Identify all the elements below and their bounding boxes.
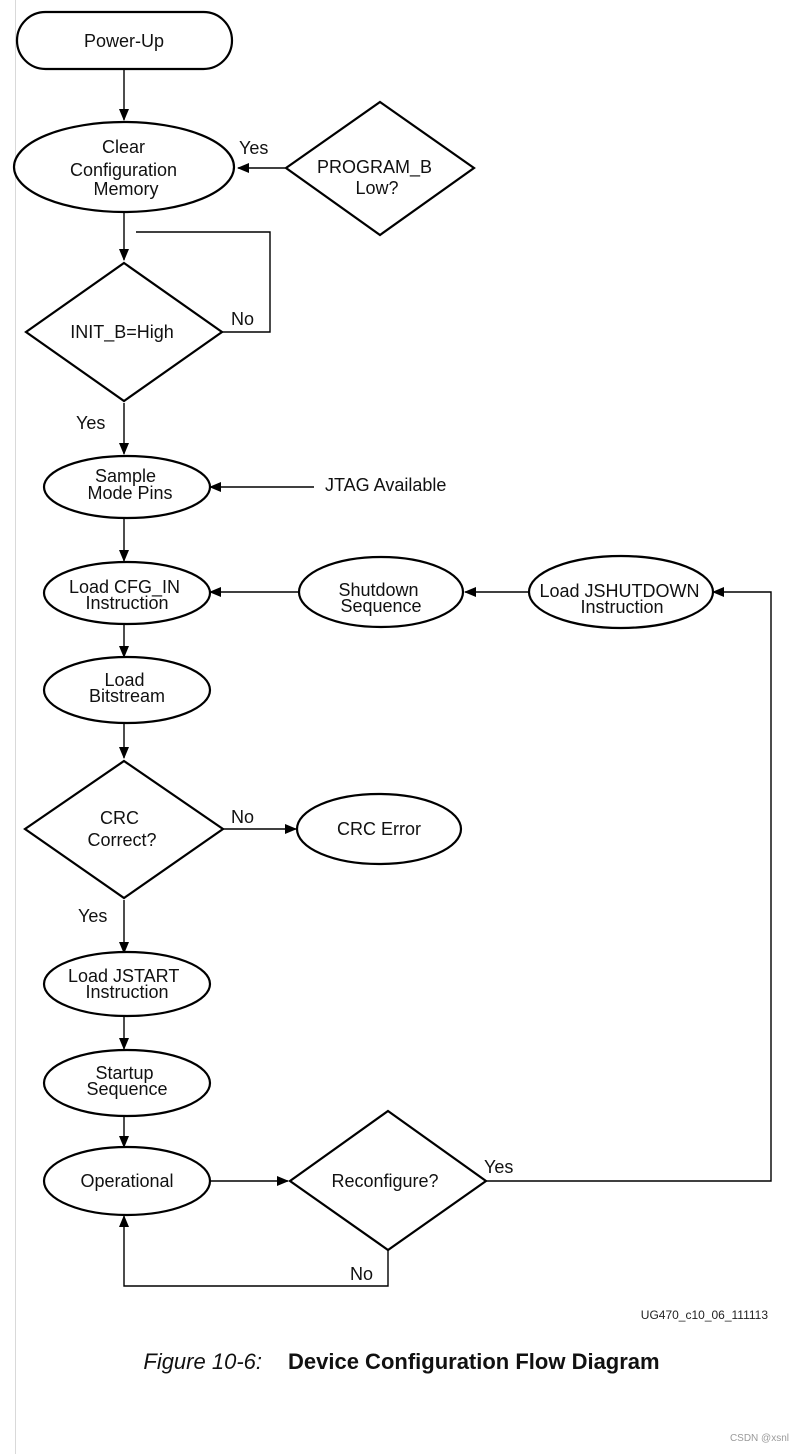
- node-power-up: Power-Up: [15, 10, 234, 71]
- node-sample-line-1: Sample: [95, 466, 156, 486]
- node-crc-line-2: Correct?: [87, 830, 156, 850]
- node-jstart-line-1: Load JSTART: [68, 966, 179, 986]
- node-load-jshutdown-instruction: Load JSHUTDOWN Instruction: [527, 554, 715, 630]
- edge-initb-no-loop: [136, 231, 271, 333]
- svg-text:Startup Sequence: Startup Sequence: [86, 1063, 167, 1099]
- svg-text:Shutdown Sequence: Shutdown Sequence: [338, 580, 423, 616]
- svg-text:CRC Correct?: CRC Correct?: [87, 808, 156, 850]
- node-bitstream-line-1: Load: [104, 670, 144, 690]
- node-sample-mode-pins: Sample Mode Pins: [42, 454, 212, 520]
- node-crc-correct: CRC Correct?: [23, 759, 225, 900]
- svg-text:Operational: Operational: [80, 1171, 173, 1191]
- node-load-cfg-in-instruction: Load CFG_IN Instruction: [42, 560, 212, 626]
- node-crc-line-1: CRC: [100, 808, 139, 828]
- node-clear-line-2: Configuration: [70, 160, 177, 180]
- edge-reconfigure-yes-to-jshutdown: [486, 587, 772, 1182]
- figure-number: Figure 10-6:: [143, 1349, 262, 1374]
- node-startup-line-1: Startup: [95, 1063, 153, 1083]
- node-startup-line-2: Sequence: [86, 1079, 167, 1099]
- edge-labels: Yes No Yes JTAG Available No Yes Yes No: [76, 138, 513, 1284]
- node-sample-line-2: Mode Pins: [87, 483, 172, 503]
- node-power-up-line: Power-Up: [84, 31, 164, 51]
- connectors: [119, 70, 772, 1287]
- svg-text:INIT_B=High: INIT_B=High: [70, 322, 174, 343]
- node-program-b-line-2: Low?: [355, 178, 398, 198]
- node-load-cfg-line-2: Instruction: [85, 593, 168, 613]
- svg-text:PROGRAM_B Low?: PROGRAM_B Low?: [317, 157, 437, 198]
- label-reconfigure-yes: Yes: [484, 1157, 513, 1177]
- svg-text:Load JSHUTDOWN Instruc: Load JSHUTDOWN Instruction: [539, 581, 704, 617]
- node-bitstream-line-2: Bitstream: [89, 686, 165, 706]
- node-shutdown-line-2: Sequence: [340, 596, 421, 616]
- node-load-bitstream: Load Bitstream: [42, 655, 212, 725]
- figure-caption: Figure 10-6: Device Configuration Flow Di…: [0, 1349, 803, 1375]
- node-shutdown-line-1: Shutdown: [338, 580, 418, 600]
- node-crc-error: CRC Error: [295, 792, 463, 866]
- node-operational: Operational: [42, 1145, 212, 1217]
- node-program-b-line-1: PROGRAM_B: [317, 157, 432, 178]
- node-init-b-line: INIT_B=High: [70, 322, 174, 343]
- node-init-b-high: INIT_B=High: [24, 261, 224, 403]
- svg-text:Sample Mode Pins: Sample Mode Pins: [87, 466, 172, 503]
- svg-text:Load JSTART Instructio: Load JSTART Instruction: [68, 966, 184, 1002]
- svg-text:Load Bitstream: Load Bitstream: [89, 670, 165, 706]
- svg-text:Clear Configuration: Clear Configuration Memory: [70, 137, 182, 199]
- label-reconfigure-no: No: [350, 1264, 373, 1284]
- label-crc-yes: Yes: [78, 906, 107, 926]
- node-program-b-low: PROGRAM_B Low?: [284, 100, 476, 237]
- node-jshutdown-line-1: Load JSHUTDOWN: [539, 581, 699, 601]
- node-load-jstart-instruction: Load JSTART Instruction: [42, 950, 212, 1018]
- node-clear-line-1: Clear: [102, 137, 145, 157]
- svg-text:Power-Up: Power-Up: [84, 31, 164, 51]
- svg-text:Load CFG_IN Instructio: Load CFG_IN Instruction: [69, 577, 185, 613]
- svg-text:CRC Error: CRC Error: [337, 819, 421, 839]
- node-clear-line-3: Memory: [93, 179, 158, 199]
- node-operational-line: Operational: [80, 1171, 173, 1191]
- node-crc-error-line: CRC Error: [337, 819, 421, 839]
- node-shutdown-sequence: Shutdown Sequence: [297, 555, 465, 629]
- node-reconfigure-line: Reconfigure?: [331, 1171, 438, 1191]
- node-startup-sequence: Startup Sequence: [42, 1048, 212, 1118]
- label-init-b-no: No: [231, 309, 254, 329]
- node-jstart-line-2: Instruction: [85, 982, 168, 1002]
- node-reconfigure: Reconfigure?: [288, 1109, 488, 1252]
- svg-text:Reconfigure?: Reconfigure?: [331, 1171, 438, 1191]
- watermark: CSDN @xsnl: [729, 1433, 789, 1444]
- figure-title: Device Configuration Flow Diagram: [288, 1349, 660, 1374]
- label-program-b-yes: Yes: [239, 138, 268, 158]
- node-jshutdown-line-2: Instruction: [580, 597, 663, 617]
- node-clear-configuration-memory: Clear Configuration Memory: [12, 120, 236, 214]
- label-init-b-yes: Yes: [76, 413, 105, 433]
- edge-reconfigure-no-to-operational: [119, 1215, 389, 1287]
- label-jtag-available: JTAG Available: [325, 475, 446, 495]
- figure-id: UG470_c10_06_111113: [640, 1308, 768, 1322]
- node-load-cfg-line-1: Load CFG_IN: [69, 577, 180, 598]
- label-crc-no: No: [231, 807, 254, 827]
